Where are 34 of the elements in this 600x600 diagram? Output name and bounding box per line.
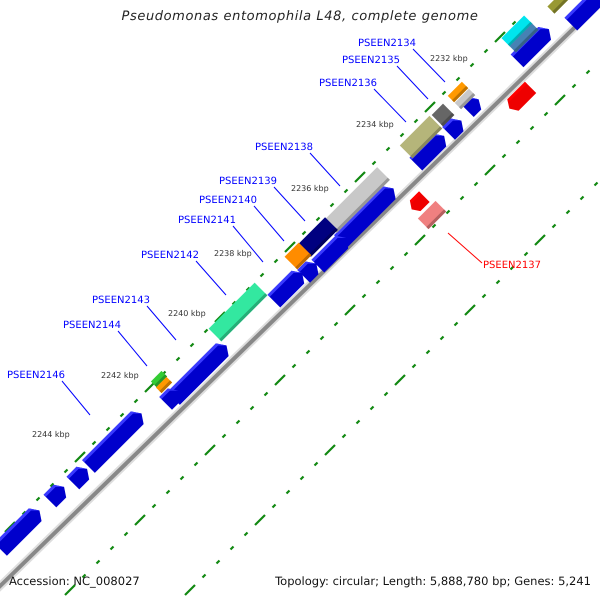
genome-info: Accession: NC_008027: [9, 574, 140, 588]
gene-label: PSEEN2136: [319, 78, 377, 90]
position-label: 2240 kbp: [168, 309, 206, 319]
position-label: 2242 kbp: [101, 371, 139, 381]
position-label: 2232 kbp: [430, 54, 468, 64]
leader-line: [254, 206, 284, 242]
gene-label: PSEEN2141: [178, 215, 236, 227]
leader-line: [374, 88, 406, 122]
leader-line: [310, 152, 340, 186]
leader-line: [232, 226, 264, 262]
gene-label: PSEEN2143: [92, 295, 150, 307]
leader-line: [146, 306, 176, 340]
gene-label: PSEEN2146: [7, 370, 65, 382]
position-label: 2244 kbp: [32, 430, 70, 440]
gene-label: PSEEN2144: [63, 320, 121, 332]
leader-line: [274, 186, 306, 222]
position-label: 2236 kbp: [291, 184, 329, 194]
leader-line: [196, 260, 226, 296]
leader-line: [62, 380, 90, 416]
leader-line: [118, 330, 148, 366]
diagram-title: Pseudomonas entomophila L48, complete genome: [122, 9, 478, 24]
gene-label: PSEEN2138: [255, 142, 313, 154]
gene-label: PSEEN2137: [483, 260, 541, 272]
leader-line: [448, 232, 482, 264]
genome-info: Topology: circular; Length: 5,888,780 bp; Genes: 5,241: [275, 574, 591, 588]
gene-label: PSEEN2142: [141, 250, 199, 262]
gene-label: PSEEN2135: [342, 55, 400, 67]
gene-label: PSEEN2139: [219, 176, 277, 188]
position-label: 2238 kbp: [214, 249, 252, 259]
gene-label: PSEEN2140: [199, 195, 257, 207]
leader-line: [396, 66, 428, 100]
position-label: 2234 kbp: [356, 120, 394, 130]
gene-label: PSEEN2134: [358, 38, 416, 50]
leader-line: [412, 48, 446, 82]
